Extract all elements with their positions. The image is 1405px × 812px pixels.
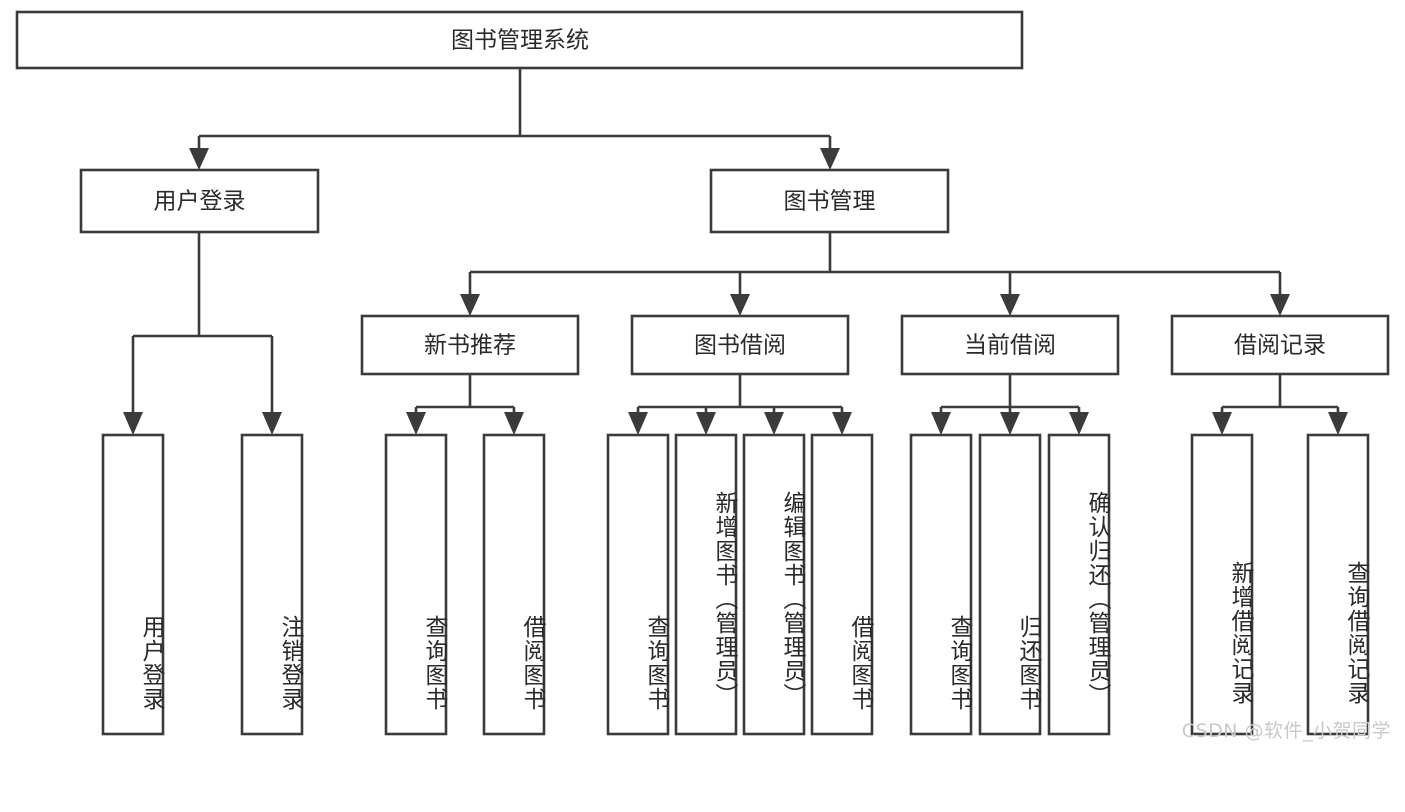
node-box-borrow-record[interactable] bbox=[1170, 314, 1390, 376]
arrowhead-leaf-currentborrow-1 bbox=[1000, 412, 1020, 435]
arrowhead-leaf-bookborrow-2 bbox=[764, 412, 784, 435]
node-new-book-recommend[interactable]: 新书推荐 bbox=[360, 314, 580, 376]
watermark-text: CSDN @软件_小贺同学 bbox=[1181, 720, 1391, 742]
leaf-box-bookborrow-3[interactable] bbox=[810, 433, 874, 736]
arrowheads-layer bbox=[123, 148, 1348, 435]
node-label-new-book-recommend: 新书推荐 bbox=[424, 333, 516, 359]
leaf-box-currentborrow-1[interactable] bbox=[978, 433, 1042, 736]
arrowhead-leaf-bookborrow-0 bbox=[628, 412, 648, 435]
tree-diagram-svg: 图书管理系统 用户登录 图书管理 新书推荐 图书借阅 当前借阅 借阅记录 bbox=[15, 10, 1390, 736]
arrowhead-leaf-borrowrecord-0 bbox=[1212, 412, 1232, 435]
node-box-root[interactable] bbox=[15, 10, 1024, 70]
arrowhead-user-login bbox=[189, 148, 209, 170]
leaf-box-user-login-0[interactable] bbox=[101, 433, 165, 736]
leaf-box-borrowrecord-0[interactable] bbox=[1190, 433, 1254, 736]
node-label-root: 图书管理系统 bbox=[451, 28, 589, 54]
diagram-canvas: 图书管理系统 用户登录 图书管理 新书推荐 图书借阅 当前借阅 借阅记录 bbox=[15, 10, 1391, 742]
arrowhead-leaf-newbook-0 bbox=[406, 412, 426, 435]
leaf-box-bookborrow-1[interactable] bbox=[674, 433, 738, 736]
leaf-box-newbook-1[interactable] bbox=[482, 433, 546, 736]
arrowhead-leaf-currentborrow-2 bbox=[1069, 412, 1089, 435]
arrowhead-leaf-currentborrow-0 bbox=[931, 412, 951, 435]
node-user-login[interactable]: 用户登录 bbox=[79, 168, 320, 234]
node-box-book-borrow[interactable] bbox=[630, 314, 850, 376]
arrowhead-leaf-borrowrecord-1 bbox=[1328, 412, 1348, 435]
arrowhead-current-borrow bbox=[1000, 294, 1020, 316]
leaf-box-currentborrow-2[interactable] bbox=[1047, 433, 1111, 736]
arrowhead-leaf-bookborrow-3 bbox=[832, 412, 852, 435]
leaf-box-borrowrecord-1[interactable] bbox=[1306, 433, 1370, 736]
node-box-user-login[interactable] bbox=[79, 168, 320, 234]
node-label-user-login: 用户登录 bbox=[154, 189, 246, 215]
arrowhead-leaf-bookborrow-1 bbox=[696, 412, 716, 435]
node-borrow-record[interactable]: 借阅记录 bbox=[1170, 314, 1390, 376]
node-current-borrow[interactable]: 当前借阅 bbox=[900, 314, 1120, 376]
leaf-box-bookborrow-2[interactable] bbox=[742, 433, 806, 736]
node-box-new-book-recommend[interactable] bbox=[360, 314, 580, 376]
arrowhead-book-borrow bbox=[730, 294, 750, 316]
node-box-current-borrow[interactable] bbox=[900, 314, 1120, 376]
node-label-book-borrow: 图书借阅 bbox=[694, 333, 786, 359]
arrowhead-borrow-record bbox=[1270, 294, 1290, 316]
arrowhead-new-book bbox=[460, 294, 480, 316]
arrowhead-book-manage bbox=[820, 148, 840, 170]
arrowhead-leaf-user-0 bbox=[123, 412, 143, 435]
node-book-manage[interactable]: 图书管理 bbox=[709, 168, 950, 234]
leaf-box-bookborrow-0[interactable] bbox=[606, 433, 670, 736]
leaf-box-user-login-1[interactable] bbox=[240, 433, 304, 736]
leaf-box-newbook-0[interactable] bbox=[384, 433, 448, 736]
leaf-boxes-layer bbox=[101, 433, 1370, 736]
leaf-box-currentborrow-0[interactable] bbox=[909, 433, 973, 736]
node-box-book-manage[interactable] bbox=[709, 168, 950, 234]
node-book-borrow[interactable]: 图书借阅 bbox=[630, 314, 850, 376]
node-label-current-borrow: 当前借阅 bbox=[964, 333, 1056, 359]
node-label-borrow-record: 借阅记录 bbox=[1234, 333, 1326, 359]
arrowhead-leaf-user-1 bbox=[262, 412, 282, 435]
node-root[interactable]: 图书管理系统 bbox=[15, 10, 1024, 70]
arrowhead-leaf-newbook-1 bbox=[504, 412, 524, 435]
node-label-book-manage: 图书管理 bbox=[784, 189, 876, 215]
